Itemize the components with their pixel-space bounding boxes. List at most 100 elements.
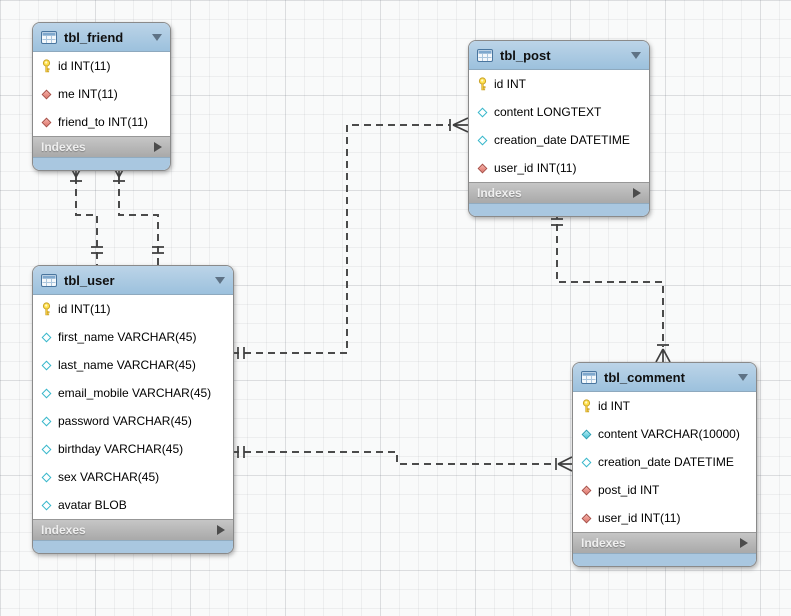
table-footer-strip — [573, 553, 756, 566]
column-row[interactable]: post_id INT — [573, 476, 756, 504]
table-icon — [581, 370, 597, 384]
column-row[interactable]: last_name VARCHAR(45) — [33, 351, 233, 379]
table-tbl-comment[interactable]: tbl_comment id INT content VARCHAR(10000… — [572, 362, 757, 567]
column-row[interactable]: content LONGTEXT — [469, 98, 649, 126]
relationship-post-user[interactable] — [232, 117, 469, 359]
collapse-arrow-icon[interactable] — [738, 373, 748, 381]
column-row[interactable]: first_name VARCHAR(45) — [33, 323, 233, 351]
column-text: me INT(11) — [58, 87, 118, 101]
red-diamond-icon — [580, 485, 592, 495]
indexes-bar[interactable]: Indexes — [573, 532, 756, 553]
column-text: first_name VARCHAR(45) — [58, 330, 197, 344]
cyan-diamond-outline-icon — [476, 107, 488, 117]
column-text: avatar BLOB — [58, 498, 127, 512]
column-text: creation_date DATETIME — [598, 455, 734, 469]
table-header[interactable]: tbl_post — [469, 41, 649, 70]
cyan-diamond-outline-icon — [40, 500, 52, 510]
table-tbl-post[interactable]: tbl_post id INT content LONGTEXT creatio… — [468, 40, 650, 217]
expand-arrow-icon[interactable] — [217, 525, 225, 535]
column-row[interactable]: birthday VARCHAR(45) — [33, 435, 233, 463]
expand-arrow-icon[interactable] — [633, 188, 641, 198]
column-text: content VARCHAR(10000) — [598, 427, 740, 441]
indexes-bar[interactable]: Indexes — [469, 182, 649, 203]
red-diamond-icon — [476, 163, 488, 173]
table-title: tbl_comment — [604, 369, 685, 385]
column-text: content LONGTEXT — [494, 105, 602, 119]
table-footer-strip — [33, 157, 170, 170]
column-text: last_name VARCHAR(45) — [58, 358, 196, 372]
cyan-diamond-outline-icon — [40, 444, 52, 454]
cyan-diamond-outline-icon — [40, 472, 52, 482]
column-text: friend_to INT(11) — [58, 115, 148, 129]
column-row[interactable]: creation_date DATETIME — [573, 448, 756, 476]
indexes-label: Indexes — [41, 140, 86, 154]
indexes-label: Indexes — [477, 186, 522, 200]
table-icon — [41, 30, 57, 44]
column-row[interactable]: user_id INT(11) — [573, 504, 756, 532]
column-row[interactable]: password VARCHAR(45) — [33, 407, 233, 435]
column-row[interactable]: id INT(11) — [33, 52, 170, 80]
relationship-friend-user-1[interactable] — [69, 165, 103, 265]
collapse-arrow-icon[interactable] — [152, 33, 162, 41]
table-icon — [41, 273, 57, 287]
column-row[interactable]: email_mobile VARCHAR(45) — [33, 379, 233, 407]
table-tbl-friend[interactable]: tbl_friend id INT(11) me INT(11) friend_… — [32, 22, 171, 171]
indexes-label: Indexes — [41, 523, 86, 537]
red-diamond-icon — [580, 513, 592, 523]
indexes-label: Indexes — [581, 536, 626, 550]
column-text: birthday VARCHAR(45) — [58, 442, 184, 456]
red-diamond-icon — [40, 117, 52, 127]
red-diamond-icon — [40, 89, 52, 99]
relationship-friend-user-2[interactable] — [112, 165, 164, 265]
key-icon — [476, 77, 488, 91]
table-header[interactable]: tbl_comment — [573, 363, 756, 392]
column-text: sex VARCHAR(45) — [58, 470, 160, 484]
cyan-diamond-outline-icon — [40, 360, 52, 370]
column-text: id INT — [598, 399, 631, 413]
table-footer-strip — [469, 203, 649, 216]
column-text: id INT(11) — [58, 302, 111, 316]
column-text: post_id INT — [598, 483, 660, 497]
indexes-bar[interactable]: Indexes — [33, 136, 170, 157]
table-title: tbl_post — [500, 47, 551, 63]
indexes-bar[interactable]: Indexes — [33, 519, 233, 540]
key-icon — [40, 59, 52, 73]
column-row[interactable]: sex VARCHAR(45) — [33, 463, 233, 491]
column-text: user_id INT(11) — [494, 161, 577, 175]
cyan-diamond-outline-icon — [40, 332, 52, 342]
column-text: user_id INT(11) — [598, 511, 681, 525]
collapse-arrow-icon[interactable] — [215, 276, 225, 284]
column-row[interactable]: me INT(11) — [33, 80, 170, 108]
table-tbl-user[interactable]: tbl_user id INT(11) first_name VARCHAR(4… — [32, 265, 234, 554]
column-row[interactable]: id INT(11) — [33, 295, 233, 323]
key-icon — [40, 302, 52, 316]
column-row[interactable]: avatar BLOB — [33, 491, 233, 519]
table-icon — [477, 48, 493, 62]
expand-arrow-icon[interactable] — [154, 142, 162, 152]
cyan-diamond-outline-icon — [40, 388, 52, 398]
collapse-arrow-icon[interactable] — [631, 51, 641, 59]
column-text: email_mobile VARCHAR(45) — [58, 386, 212, 400]
column-text: id INT(11) — [58, 59, 111, 73]
table-footer-strip — [33, 540, 233, 553]
table-header[interactable]: tbl_user — [33, 266, 233, 295]
column-row[interactable]: friend_to INT(11) — [33, 108, 170, 136]
expand-arrow-icon[interactable] — [740, 538, 748, 548]
column-row[interactable]: id INT — [469, 70, 649, 98]
column-row[interactable]: content VARCHAR(10000) — [573, 420, 756, 448]
table-header[interactable]: tbl_friend — [33, 23, 170, 52]
table-title: tbl_friend — [64, 29, 124, 45]
cyan-diamond-outline-icon — [476, 135, 488, 145]
cyan-diamond-outline-icon — [580, 457, 592, 467]
column-text: password VARCHAR(45) — [58, 414, 192, 428]
key-icon — [580, 399, 592, 413]
cyan-diamond-filled-icon — [580, 429, 592, 439]
column-row[interactable]: user_id INT(11) — [469, 154, 649, 182]
column-row[interactable]: id INT — [573, 392, 756, 420]
relationship-comment-user[interactable] — [232, 446, 573, 472]
column-text: creation_date DATETIME — [494, 133, 630, 147]
relationship-comment-post[interactable] — [551, 212, 671, 363]
column-row[interactable]: creation_date DATETIME — [469, 126, 649, 154]
